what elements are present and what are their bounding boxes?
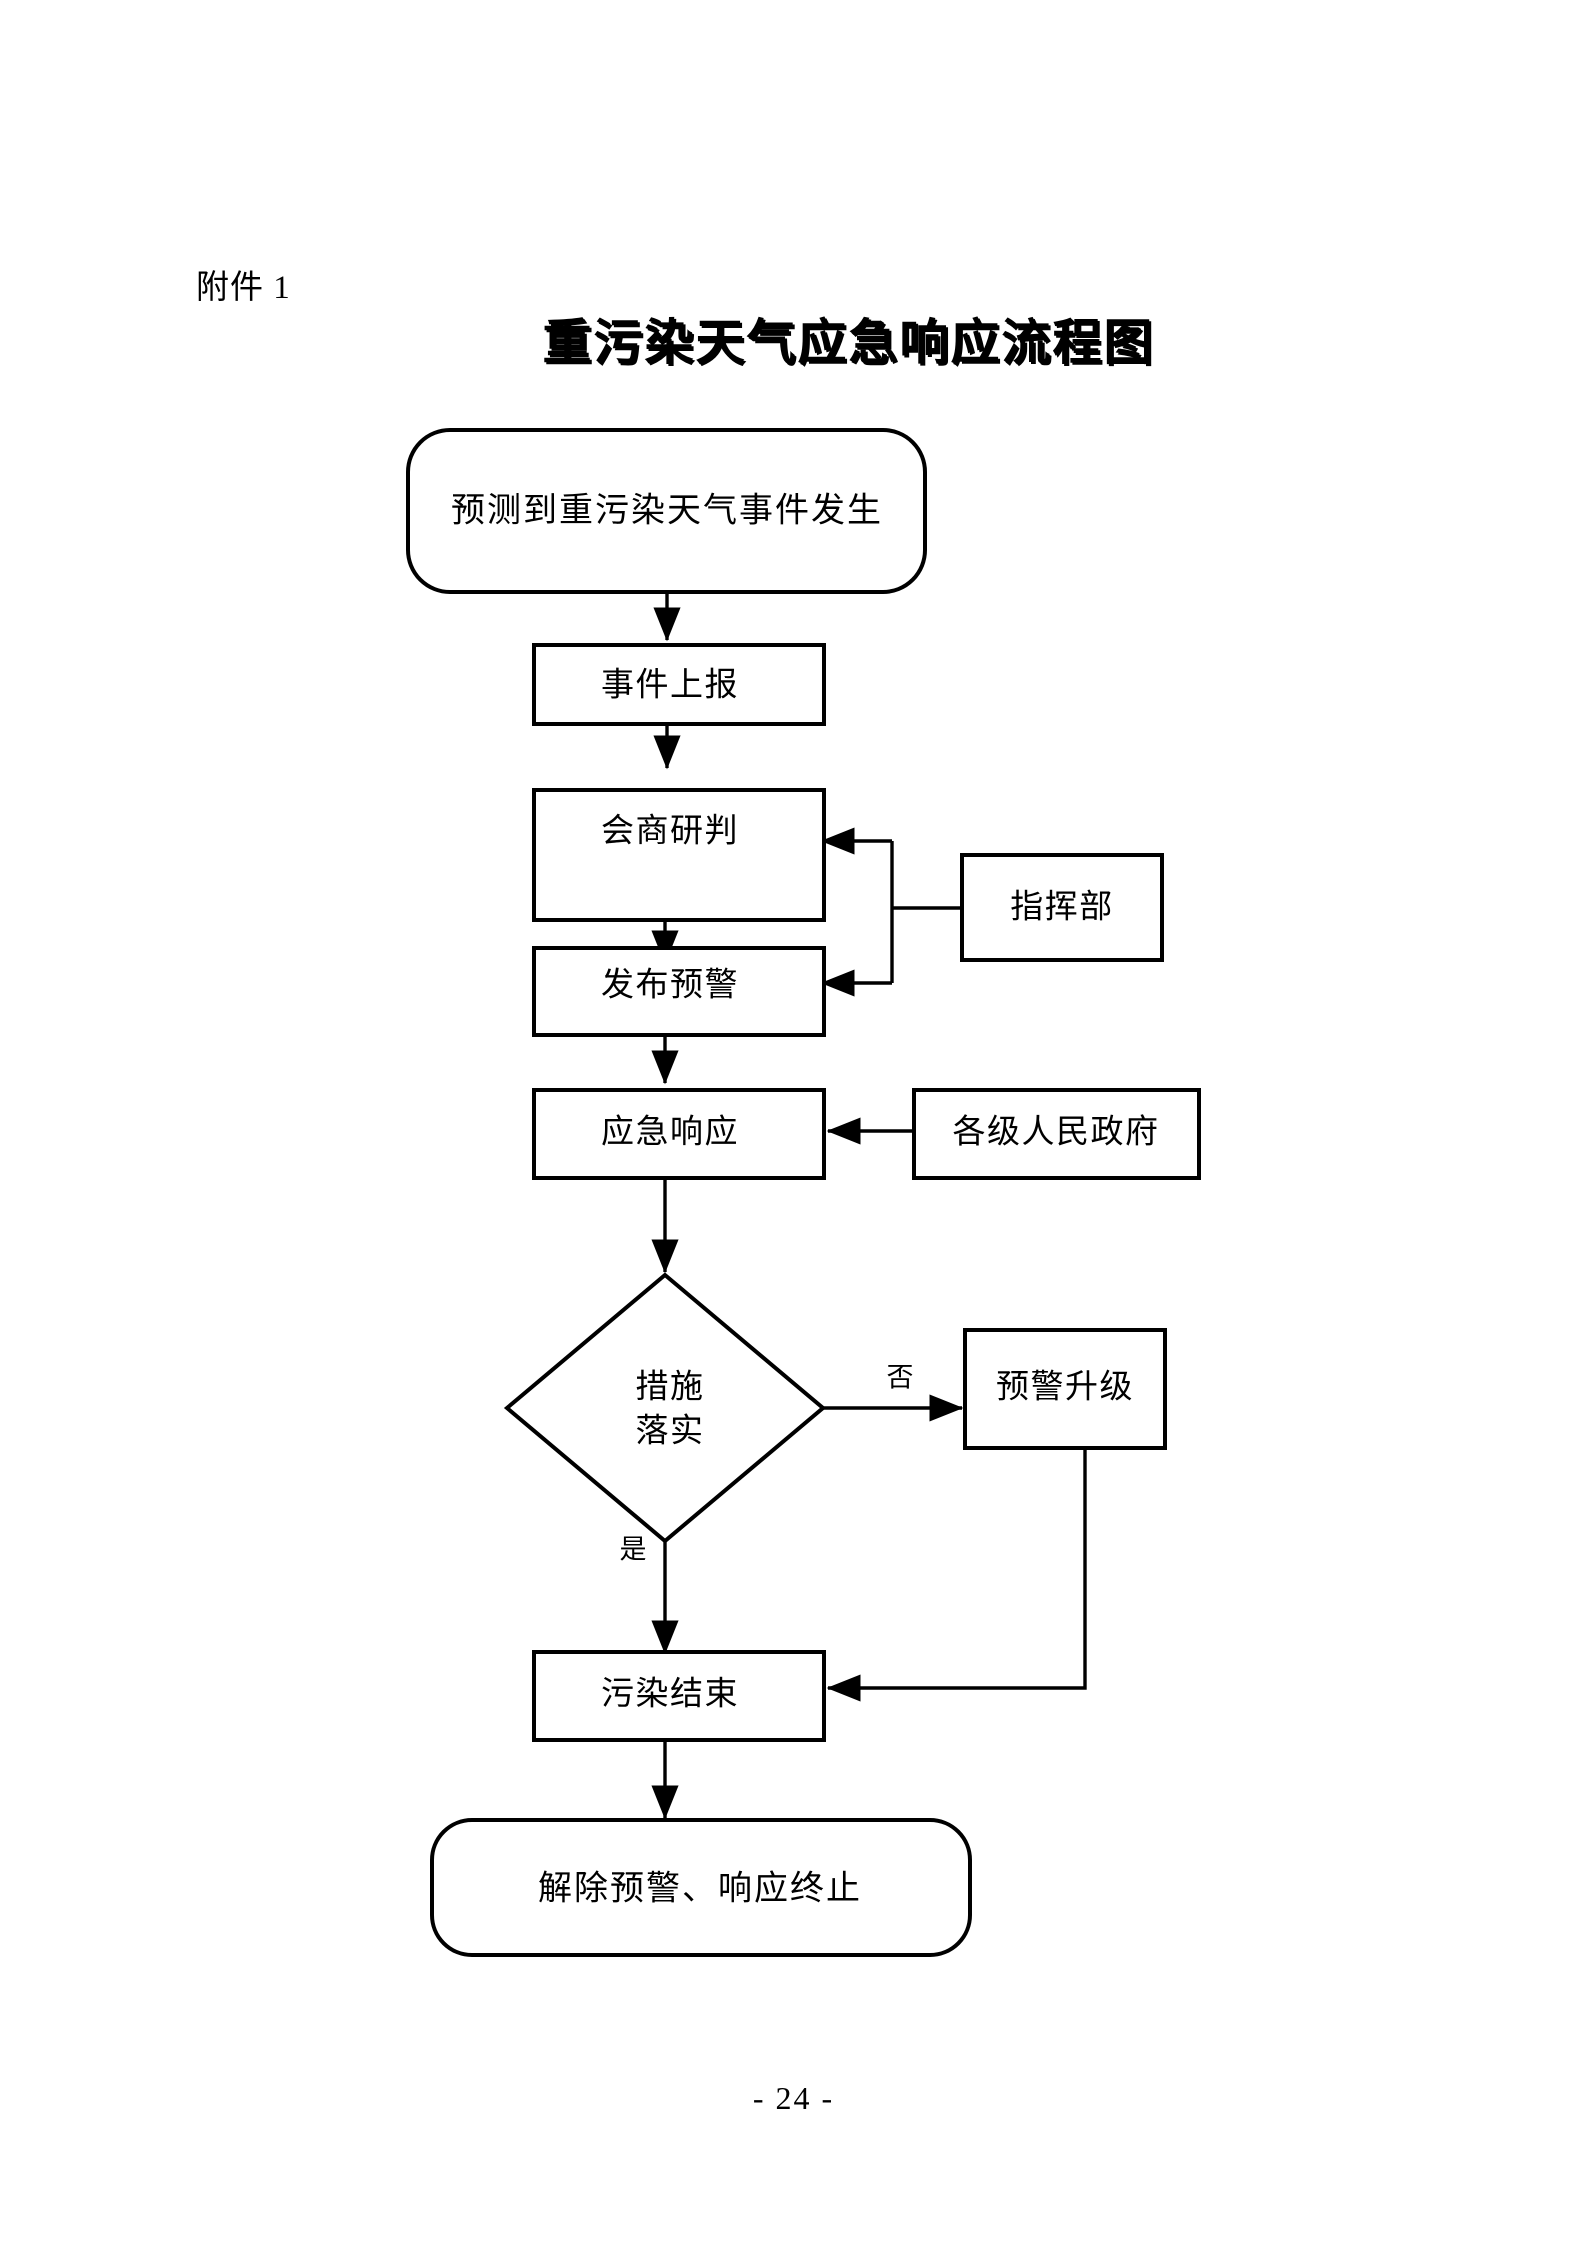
node-decision-label-line1: 措施 bbox=[636, 1367, 705, 1406]
node-response-label: 应急响应 bbox=[601, 1112, 739, 1151]
node-warning-shape bbox=[532, 946, 826, 1037]
node-command[interactable]: 指挥部 bbox=[960, 853, 1164, 962]
node-report-shape bbox=[532, 643, 826, 726]
node-decision[interactable]: 措施 落实 bbox=[503, 1272, 827, 1544]
node-start[interactable]: 预测到重污染天气事件发生 bbox=[406, 428, 927, 594]
node-government[interactable]: 各级人民政府 bbox=[912, 1088, 1201, 1180]
node-warning[interactable]: 发布预警 bbox=[532, 946, 826, 1037]
node-consult[interactable]: 会商研判 bbox=[532, 788, 826, 922]
node-pollend-label: 污染结束 bbox=[601, 1674, 739, 1713]
node-decision-label-line2: 落实 bbox=[636, 1411, 705, 1450]
node-pollend-shape bbox=[532, 1650, 826, 1742]
node-government-shape bbox=[912, 1088, 1201, 1180]
node-government-label: 各级人民政府 bbox=[953, 1112, 1160, 1151]
node-command-label: 指挥部 bbox=[1010, 887, 1114, 926]
node-start-shape bbox=[406, 428, 927, 594]
node-response-shape bbox=[532, 1088, 826, 1180]
node-response[interactable]: 应急响应 bbox=[532, 1088, 826, 1180]
edge-label-no: 否 bbox=[887, 1363, 914, 1394]
node-warning-label: 发布预警 bbox=[601, 965, 739, 1004]
node-decision-shape bbox=[503, 1272, 827, 1544]
edge-upgrade-to-pollend bbox=[826, 1448, 1087, 1702]
node-start-label: 预测到重污染天气事件发生 bbox=[451, 491, 883, 531]
node-report[interactable]: 事件上报 bbox=[532, 643, 826, 726]
node-upgrade[interactable]: 预警升级 bbox=[963, 1328, 1167, 1450]
page-title: 重污染天气应急响应流程图 bbox=[542, 315, 1155, 370]
node-command-shape bbox=[960, 853, 1164, 962]
node-report-label: 事件上报 bbox=[601, 665, 739, 704]
node-finish-shape bbox=[430, 1818, 972, 1957]
edge-label-yes: 是 bbox=[620, 1535, 647, 1566]
node-upgrade-label: 预警升级 bbox=[996, 1367, 1134, 1406]
node-upgrade-shape bbox=[963, 1328, 1167, 1450]
node-finish[interactable]: 解除预警、响应终止 bbox=[430, 1818, 972, 1957]
node-consult-shape bbox=[532, 788, 826, 922]
page-number: - 24 - bbox=[752, 2080, 835, 2116]
node-finish-label: 解除预警、响应终止 bbox=[538, 1869, 862, 1909]
attachment-label: 附件 1 bbox=[196, 270, 291, 306]
node-consult-label: 会商研判 bbox=[601, 811, 739, 850]
node-pollend[interactable]: 污染结束 bbox=[532, 1650, 826, 1742]
